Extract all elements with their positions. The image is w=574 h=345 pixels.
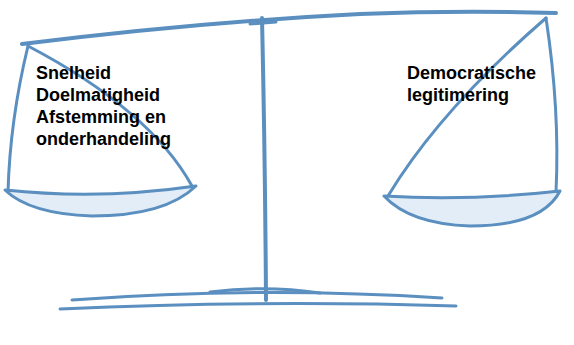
scale-label: Democratische legitimering — [407, 62, 547, 106]
scale-base — [60, 304, 456, 309]
scale-post — [262, 18, 266, 300]
post-cap — [250, 22, 276, 24]
pan-chain — [8, 46, 28, 192]
scale-label: Afstemming en onderhandeling — [36, 106, 216, 150]
scale-base — [72, 292, 442, 300]
scale-label: Snelheid — [36, 62, 236, 84]
scale-base — [210, 289, 320, 293]
scale-beam — [22, 12, 556, 44]
scale-label: Doelmatigheid — [36, 84, 236, 106]
scale-pan — [5, 186, 196, 216]
pan-chain — [388, 18, 546, 196]
scale-pan — [384, 191, 560, 226]
pan-chain — [546, 18, 557, 192]
